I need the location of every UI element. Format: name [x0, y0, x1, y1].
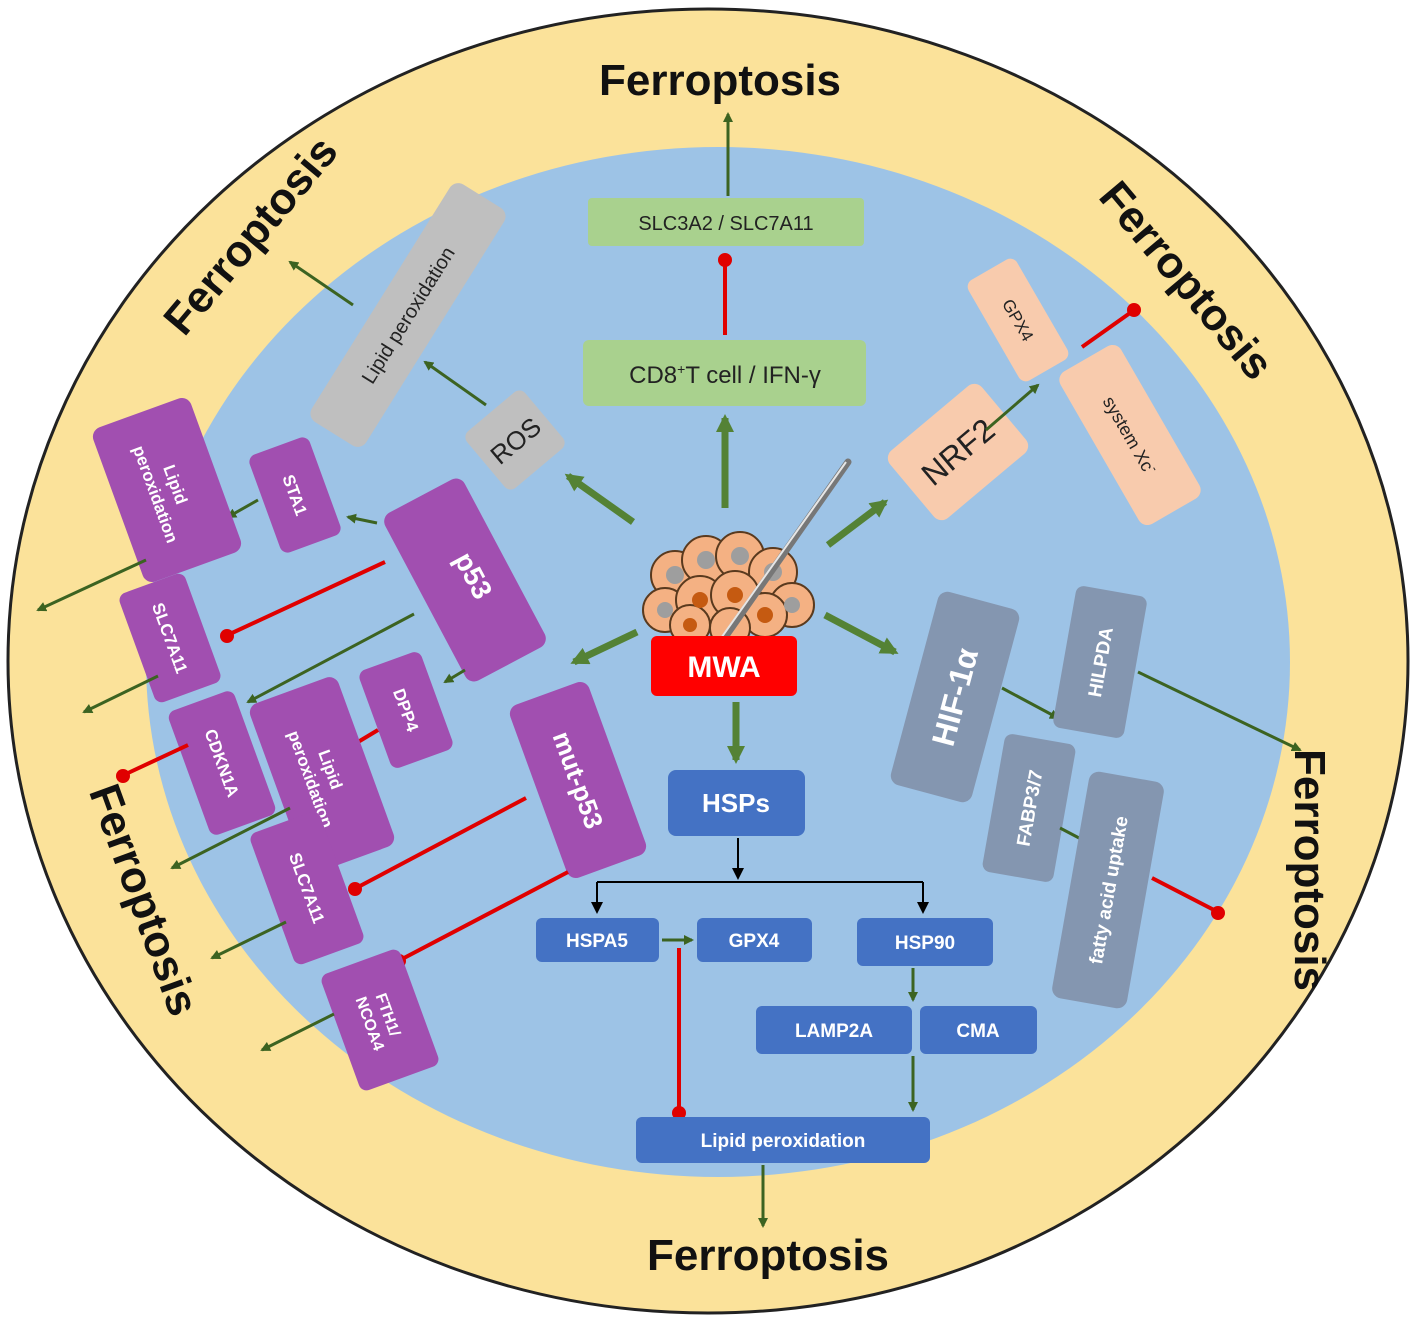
- arrow-mwa-to-p53-group: [570, 628, 639, 666]
- ferroptosis-label-top: Ferroptosis: [599, 56, 841, 105]
- inhibit-gpx4-ferroptosis: [1080, 311, 1132, 349]
- inhibit-cap-p53-slc7a11: [220, 629, 234, 643]
- system-xc-box: [1059, 344, 1201, 526]
- inhibit-cap-cdkn1a: [116, 769, 130, 783]
- inhibit-fatty-ferroptosis: [1151, 876, 1215, 912]
- arrow-nrf2-to-gpx4: [985, 383, 1040, 432]
- ferroptosis-label-bottom: Ferroptosis: [647, 1231, 889, 1280]
- hsps-label: HSPs: [702, 788, 770, 818]
- fatty-acid-uptake-box: [1052, 771, 1164, 1009]
- arrow-mut-slc7a11-ferroptosis: [210, 920, 287, 960]
- inhibit-cap-mut-slc7a11: [348, 882, 362, 896]
- fth1-ncoa4-box: [321, 949, 439, 1091]
- hsp-lipid-peroxidation-box: [636, 1117, 930, 1163]
- inhibit-cdkn1a-ferroptosis: [127, 743, 189, 775]
- nrf2-gpx4-box: [967, 258, 1069, 382]
- arrow-fth1-ferroptosis: [260, 1012, 335, 1052]
- cma-label: CMA: [956, 1021, 1000, 1042]
- cma-box: [920, 1006, 1037, 1054]
- arrow-slc7a11-ferroptosis: [82, 674, 159, 714]
- hilpda-box: [1053, 586, 1147, 738]
- fabp-box: [982, 734, 1076, 882]
- hspa5-label: HSPA5: [566, 931, 628, 952]
- ablation-needle-icon: [712, 458, 852, 654]
- slc3a2-slc7a11-box: [588, 198, 864, 246]
- hsp90-label: HSP90: [895, 933, 955, 954]
- hsp90-box: [857, 918, 993, 966]
- dpp4-box: [359, 652, 453, 768]
- mwa-box: [651, 636, 797, 696]
- cd8-tcell-label: CD8+T cell / IFN-γ: [629, 361, 821, 389]
- hsp-gpx4-label: GPX4: [729, 931, 780, 952]
- arrow-mwa-to-ros: [564, 473, 636, 525]
- nrf2-box: [887, 383, 1029, 521]
- arrow-p53-to-cdkn1a: [246, 612, 415, 704]
- arrow-p53-to-sta1: [346, 513, 378, 525]
- inhibit-p53-slc7a11: [231, 560, 386, 635]
- cdkn1a-box: [168, 691, 276, 835]
- ablation-needle-highlight: [713, 461, 847, 649]
- sta1-box: [249, 437, 341, 553]
- mut-slc7a11-box: [250, 811, 364, 965]
- inhibit-dpp4-lipid: [356, 728, 380, 744]
- ros-box: [465, 390, 565, 490]
- mut-p53-box: [509, 682, 647, 878]
- arrow-sta1-to-lipid: [226, 498, 259, 519]
- mwa-label: MWA: [687, 651, 760, 684]
- lamp2a-label: LAMP2A: [795, 1021, 873, 1042]
- hsp-lipid-peroxidation-label: Lipid peroxidation: [701, 1131, 866, 1152]
- inhibit-cap-gpx4-lipid: [672, 1106, 686, 1120]
- arrow-dpp4-lipid-ferroptosis: [170, 806, 291, 870]
- inhibit-mut-p53-slc7a11: [359, 796, 527, 888]
- slc3a2-slc7a11-label: SLC3A2 / SLC7A11: [638, 213, 813, 235]
- inhibit-cap-cd8: [718, 253, 732, 267]
- arrow-p53-to-dpp4: [443, 668, 466, 684]
- arrow-ros-lipid-ferroptosis: [288, 260, 354, 307]
- arrow-hilpda-ferroptosis: [1137, 670, 1302, 752]
- arrow-p53-lipid-ferroptosis: [36, 558, 147, 612]
- inhibit-cap-fatty: [1211, 906, 1225, 920]
- inhibit-cap-gpx4: [1127, 303, 1141, 317]
- p53-lipid-peroxidation-box: [92, 397, 242, 583]
- p53-box: [384, 478, 546, 682]
- arrow-mwa-to-nrf2: [825, 499, 889, 548]
- hif1a-box: [890, 591, 1020, 803]
- cd8-tcell-box: [583, 340, 866, 406]
- arrow-ros-to-lipid: [423, 360, 487, 407]
- hsps-box: [668, 770, 805, 836]
- arrow-hif1a-to-hilpda: [1001, 686, 1060, 720]
- hsp-gpx4-box: [697, 918, 812, 962]
- inhibit-mut-p53-fth1: [403, 870, 569, 960]
- ros-lipid-peroxidation-box: [310, 183, 506, 447]
- dpp4-lipid-peroxidation-box: [249, 677, 395, 873]
- lamp2a-box: [756, 1006, 912, 1054]
- arrow-mwa-to-hif1a: [823, 611, 899, 656]
- p53-slc7a11-box: [119, 573, 221, 703]
- ferroptosis-label-right: Ferroptosis: [1285, 749, 1334, 991]
- hspa5-box: [536, 918, 659, 962]
